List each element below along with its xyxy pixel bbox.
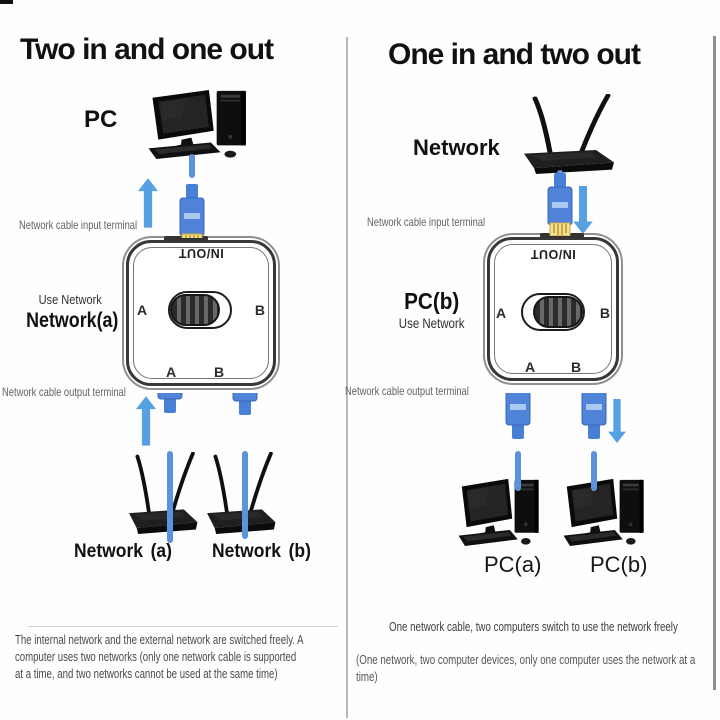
switch-toggle: [521, 293, 585, 331]
switch-device: IN/OUT A B A B: [122, 236, 280, 390]
active-network-label: Network(a): [26, 309, 119, 332]
pc-label: PC: [84, 106, 118, 133]
ethernet-cable-icon: [150, 393, 190, 543]
switch-device: IN/OUT A B A B: [483, 233, 623, 385]
right-description-line1: One network cable, two computers switch …: [389, 619, 678, 634]
ethernet-cable-icon: [172, 154, 212, 238]
inout-label: IN/OUT: [530, 247, 576, 261]
network-label: Network: [413, 135, 500, 160]
output-terminal-label: Network cable output terminal: [345, 384, 469, 398]
ethernet-cable-icon: [498, 393, 538, 491]
input-terminal-label: Network cable input terminal: [367, 215, 486, 229]
switch-toggle: [168, 291, 232, 329]
output-terminal-label: Network cable output terminal: [2, 385, 126, 399]
port-a-label: A: [496, 305, 507, 321]
use-network-label: Use Network: [399, 316, 465, 331]
bottom-port-b-label: B: [214, 364, 225, 380]
description-rule: [28, 626, 338, 627]
bottom-port-b-label: B: [571, 359, 582, 375]
up-arrow-icon: [137, 177, 159, 229]
active-pc-label: PC(b): [404, 288, 460, 314]
pc-a-label: PC(a): [484, 552, 542, 577]
port-b-label: B: [599, 305, 610, 321]
network-a-label: Network (a): [74, 541, 172, 562]
right-description-line2: (One network, two computer devices, only…: [356, 652, 696, 684]
down-arrow-icon: [606, 399, 628, 443]
ethernet-cable-icon: [225, 393, 265, 539]
use-network-label: Use Network: [38, 292, 102, 307]
switch-port-slot: [164, 236, 208, 241]
ethernet-cable-icon: [574, 393, 614, 491]
left-description: The internal network and the external ne…: [15, 632, 304, 681]
pc-icon: [146, 88, 264, 160]
toggle-knob: [533, 296, 583, 328]
port-b-label: B: [254, 302, 265, 318]
router-icon: [520, 94, 620, 174]
input-terminal-label: Network cable input terminal: [19, 218, 138, 232]
panel-divider: [346, 37, 348, 718]
bottom-port-a-label: A: [525, 359, 536, 375]
ethernet-cable-icon: [540, 170, 580, 236]
active-network-callout: Use Network Network(a): [18, 291, 122, 333]
port-a-label: A: [137, 302, 148, 318]
right-panel-title: One in and two out: [388, 38, 641, 71]
right-edge-line: [713, 36, 716, 690]
left-panel-title: Two in and one out: [20, 33, 274, 66]
toggle-knob: [170, 294, 220, 326]
network-b-label: Network (b): [212, 541, 311, 562]
bottom-port-a-label: A: [166, 364, 177, 380]
pc-b-label: PC(b): [590, 552, 648, 577]
corner-mark: [0, 0, 13, 4]
active-pc-callout: PC(b) Use Network: [378, 288, 486, 333]
inout-label: IN/OUT: [178, 246, 224, 260]
